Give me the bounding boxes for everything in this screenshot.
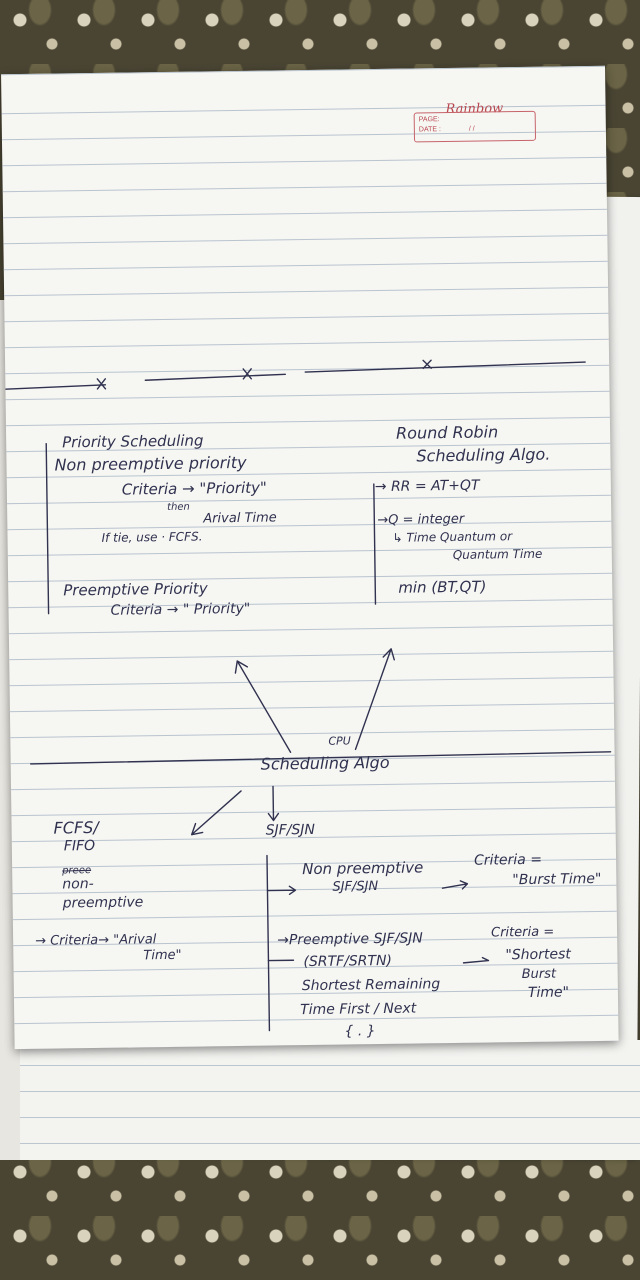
fcfs-non-line2: preemptive	[62, 894, 144, 912]
sjf-p-criteria-line2: "Shortest	[505, 946, 571, 964]
rr-min-formula: min (BT,QT)	[398, 577, 487, 597]
scheduling-algo-label: Scheduling Algo	[260, 752, 390, 774]
priority-title: Priority Scheduling	[62, 431, 204, 452]
sjf-np-criteria-line1: Criteria =	[473, 851, 543, 869]
sjf-p-brace: { . }	[344, 1023, 376, 1040]
cpu-label: CPU	[328, 734, 351, 748]
sjf-p-line1: →Preemptive SJF/SJN	[277, 930, 423, 949]
fcfs-struck-word: preee	[62, 865, 92, 877]
sjf-p-criteria-line1: Criteria =	[490, 924, 555, 941]
rr-q-name-line2: Quantum Time	[452, 546, 543, 562]
sjf-np-line2: SJF/SJN	[332, 879, 379, 895]
rr-title-line1: Round Robin	[395, 422, 499, 443]
sjf-p-criteria-line4: Time"	[527, 984, 570, 1001]
sjf-p-line2: (SRTF/SRTN)	[303, 952, 393, 971]
sjf-p-line4: Time First / Next	[300, 1000, 417, 1019]
sjf-np-line1: Non preemptive	[302, 858, 424, 879]
priority-np-criteria: Criteria → "Priority"	[121, 478, 267, 499]
fcfs-title-line2: FIFO	[63, 838, 96, 855]
fcfs-title-line1: FCFS/	[53, 817, 99, 838]
sjf-title: SJF/SJN	[265, 821, 316, 839]
ink-strokes	[4, 359, 612, 1032]
priority-tie-rule: If tie, use · FCFS.	[101, 529, 203, 545]
rr-q-integer: →Q = integer	[377, 511, 465, 529]
sjf-p-criteria-line3: Burst	[521, 966, 557, 983]
priority-preemptive: Preemptive Priority	[63, 579, 208, 600]
priority-then: then	[167, 501, 190, 513]
rr-q-name-line1: ↳ Time Quantum or	[392, 529, 513, 545]
priority-arrival-time: Arival Time	[203, 510, 277, 527]
rr-title-line2: Scheduling Algo.	[416, 444, 551, 466]
notebook-page: Rainbow PAGE: DATE : / / Priority Schedu…	[1, 65, 619, 1050]
fcfs-criteria-line2: Time"	[143, 947, 182, 964]
fcfs-criteria-line1: → Criteria→ "Arival	[35, 932, 157, 949]
fcfs-non-line1: non-	[62, 876, 94, 893]
priority-nonpreemptive: Non preemptive priority	[54, 452, 247, 475]
priority-p-criteria: Criteria → " Priority"	[110, 600, 251, 619]
rr-formula: → RR = AT+QT	[374, 477, 480, 496]
sjf-np-criteria-line2: "Burst Time"	[512, 870, 602, 889]
lower-notebook-page	[20, 1040, 640, 1160]
sjf-p-line3: Shortest Remaining	[301, 976, 441, 995]
